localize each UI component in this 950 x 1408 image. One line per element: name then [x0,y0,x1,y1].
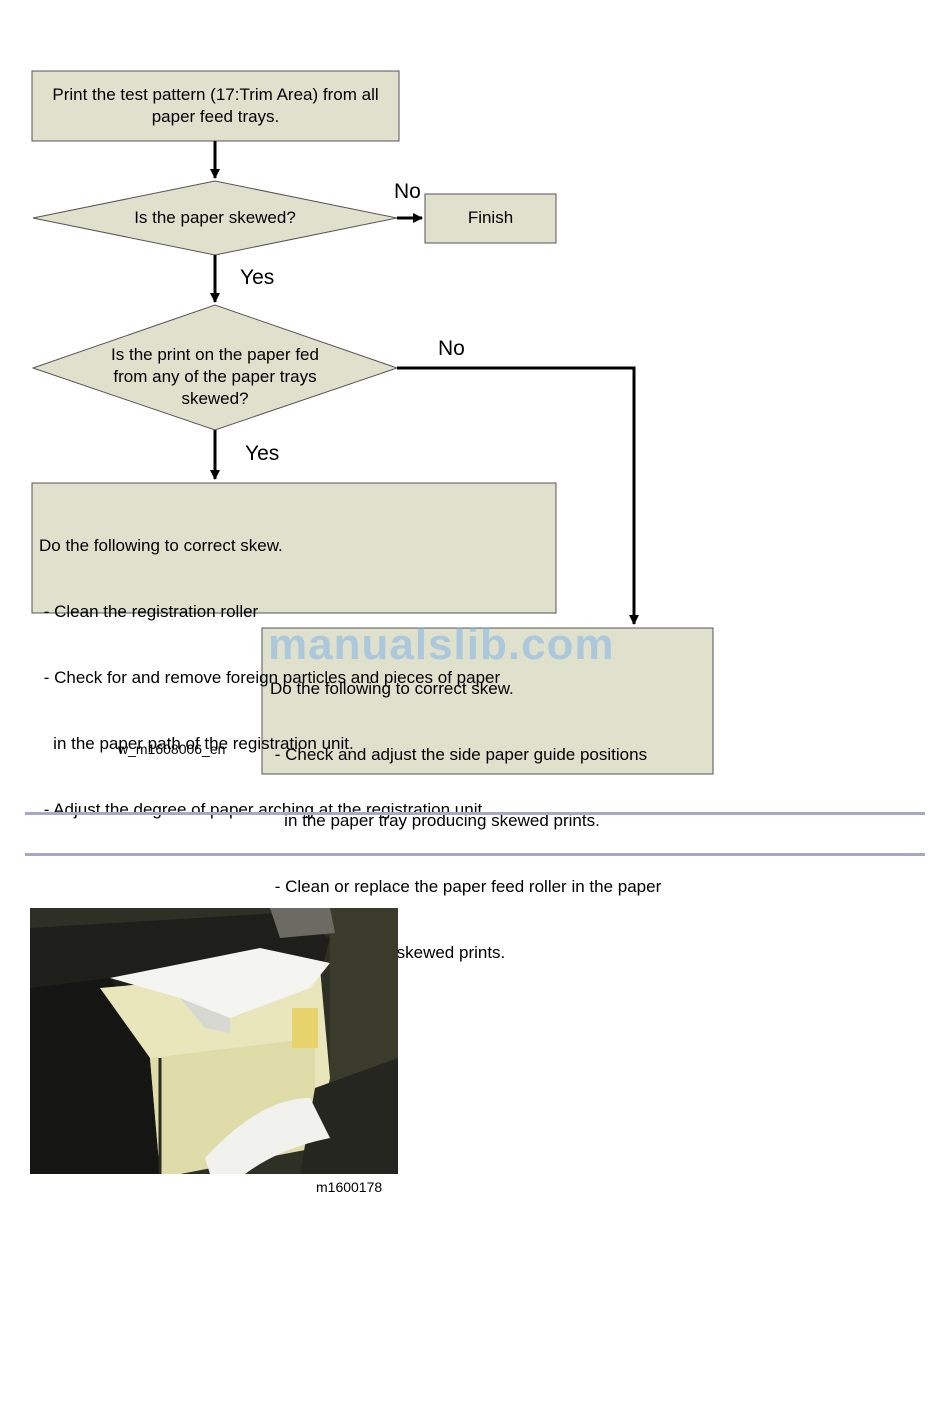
arrow-decision2-to-action2 [397,366,639,625]
label-yes-1: Yes [240,266,275,289]
decision2-text: Is the print on the paper fed from any o… [33,344,397,410]
decision1-text: Is the paper skewed? [134,208,296,227]
action2-line: - Check and adjust the side paper guide … [270,745,648,764]
action2-line: Do the following to correct skew. [270,679,514,698]
start-box-text: Print the test pattern (17:Trim Area) fr… [52,85,379,126]
label-no-1: No [394,180,421,203]
label-no-2: No [438,337,465,360]
decision2-line: from any of the paper trays [113,367,317,386]
photo-caption: m1600178 [316,1179,383,1195]
action1-line: - Clean the registration roller [39,602,259,621]
action1-line: Do the following to correct skew. [39,536,283,555]
decision2-line: skewed? [181,389,249,408]
action2-line: - Clean or replace the paper feed roller… [270,877,662,896]
printer-illustration [30,908,398,1174]
watermark: manualslib.com [268,620,615,669]
action2-text: Do the following to correct skew. - Chec… [270,634,710,986]
start-box [31,70,400,142]
action1-line: in the paper path of the registration un… [39,734,354,753]
printer-photo [30,908,398,1174]
divider-top [25,812,925,815]
action1-line: - Check for and remove foreign particles… [39,668,501,687]
finish-text: Finish [467,208,514,227]
flowchart [31,70,714,775]
divider-bottom [25,853,925,856]
label-yes-2: Yes [245,442,280,465]
figure-id: w_m1608006_en [118,741,226,757]
decision2-line: Is the print on the paper fed [111,345,319,364]
action2-box [261,627,714,775]
action2-line: in the paper tray producing skewed print… [270,811,600,830]
action1-box [31,482,557,614]
finish-box [424,193,557,244]
